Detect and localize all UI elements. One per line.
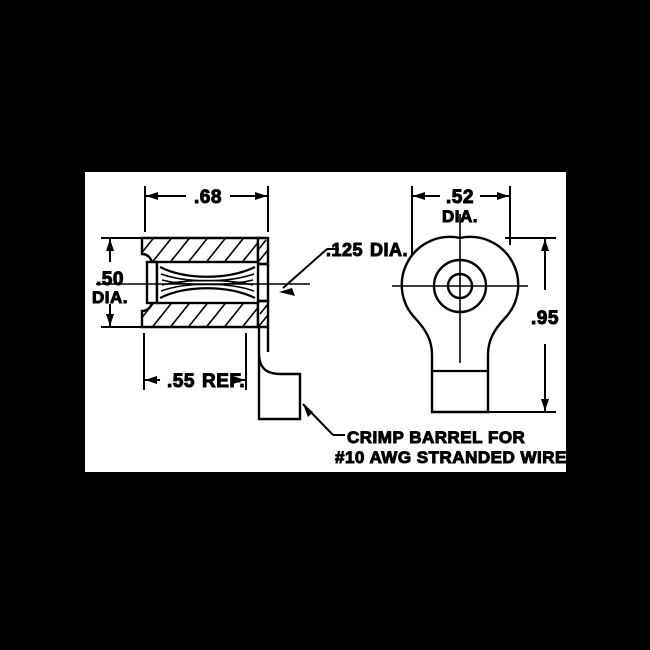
dim-052-text: .52 bbox=[446, 187, 474, 208]
dim-125-leader bbox=[282, 248, 339, 289]
dim-095-arrowheads bbox=[541, 239, 549, 411]
crimp-barrel-label-line1: CRIMP BARREL FOR bbox=[347, 428, 525, 447]
dim-055-text: .55 bbox=[167, 371, 195, 392]
dim-068-text: .68 bbox=[194, 187, 222, 208]
dim-052-arrowheads bbox=[413, 192, 509, 200]
dim-050-text: .50 bbox=[96, 269, 124, 290]
section-wire-strand-lines bbox=[159, 266, 256, 278]
dim-055-arrowheads bbox=[145, 376, 245, 384]
dim-055-ref-label: REF. bbox=[202, 371, 245, 392]
dim-125-dia-label: DIA. bbox=[370, 240, 408, 260]
section-wire-strand-lines-lower bbox=[159, 287, 256, 299]
dim-125-text: .125 bbox=[326, 240, 363, 260]
end-view-centerlines bbox=[392, 214, 528, 363]
dim-095-text: .95 bbox=[531, 308, 559, 329]
dim-125-leader-arrowhead bbox=[279, 288, 295, 296]
dim-050-dia-label: DIA. bbox=[92, 288, 128, 307]
crimp-barrel-body bbox=[257, 327, 302, 421]
section-right-flange-hatch bbox=[257, 239, 269, 327]
crimp-barrel-label-line2: #10 AWG STRANDED WIRE bbox=[335, 448, 567, 467]
dim-055-extension-lines bbox=[143, 333, 247, 390]
dim-052-extension-lines bbox=[411, 186, 511, 262]
dim-068-arrowheads bbox=[146, 192, 267, 200]
dim-068-extension-lines bbox=[144, 186, 269, 232]
dim-050-arrowheads bbox=[106, 239, 114, 326]
dim-095-extension-lines bbox=[489, 237, 556, 413]
crimp-barrel-leader-arrowhead bbox=[303, 404, 313, 417]
section-lower-block bbox=[140, 299, 260, 329]
dim-050-extension-lines bbox=[101, 237, 144, 328]
